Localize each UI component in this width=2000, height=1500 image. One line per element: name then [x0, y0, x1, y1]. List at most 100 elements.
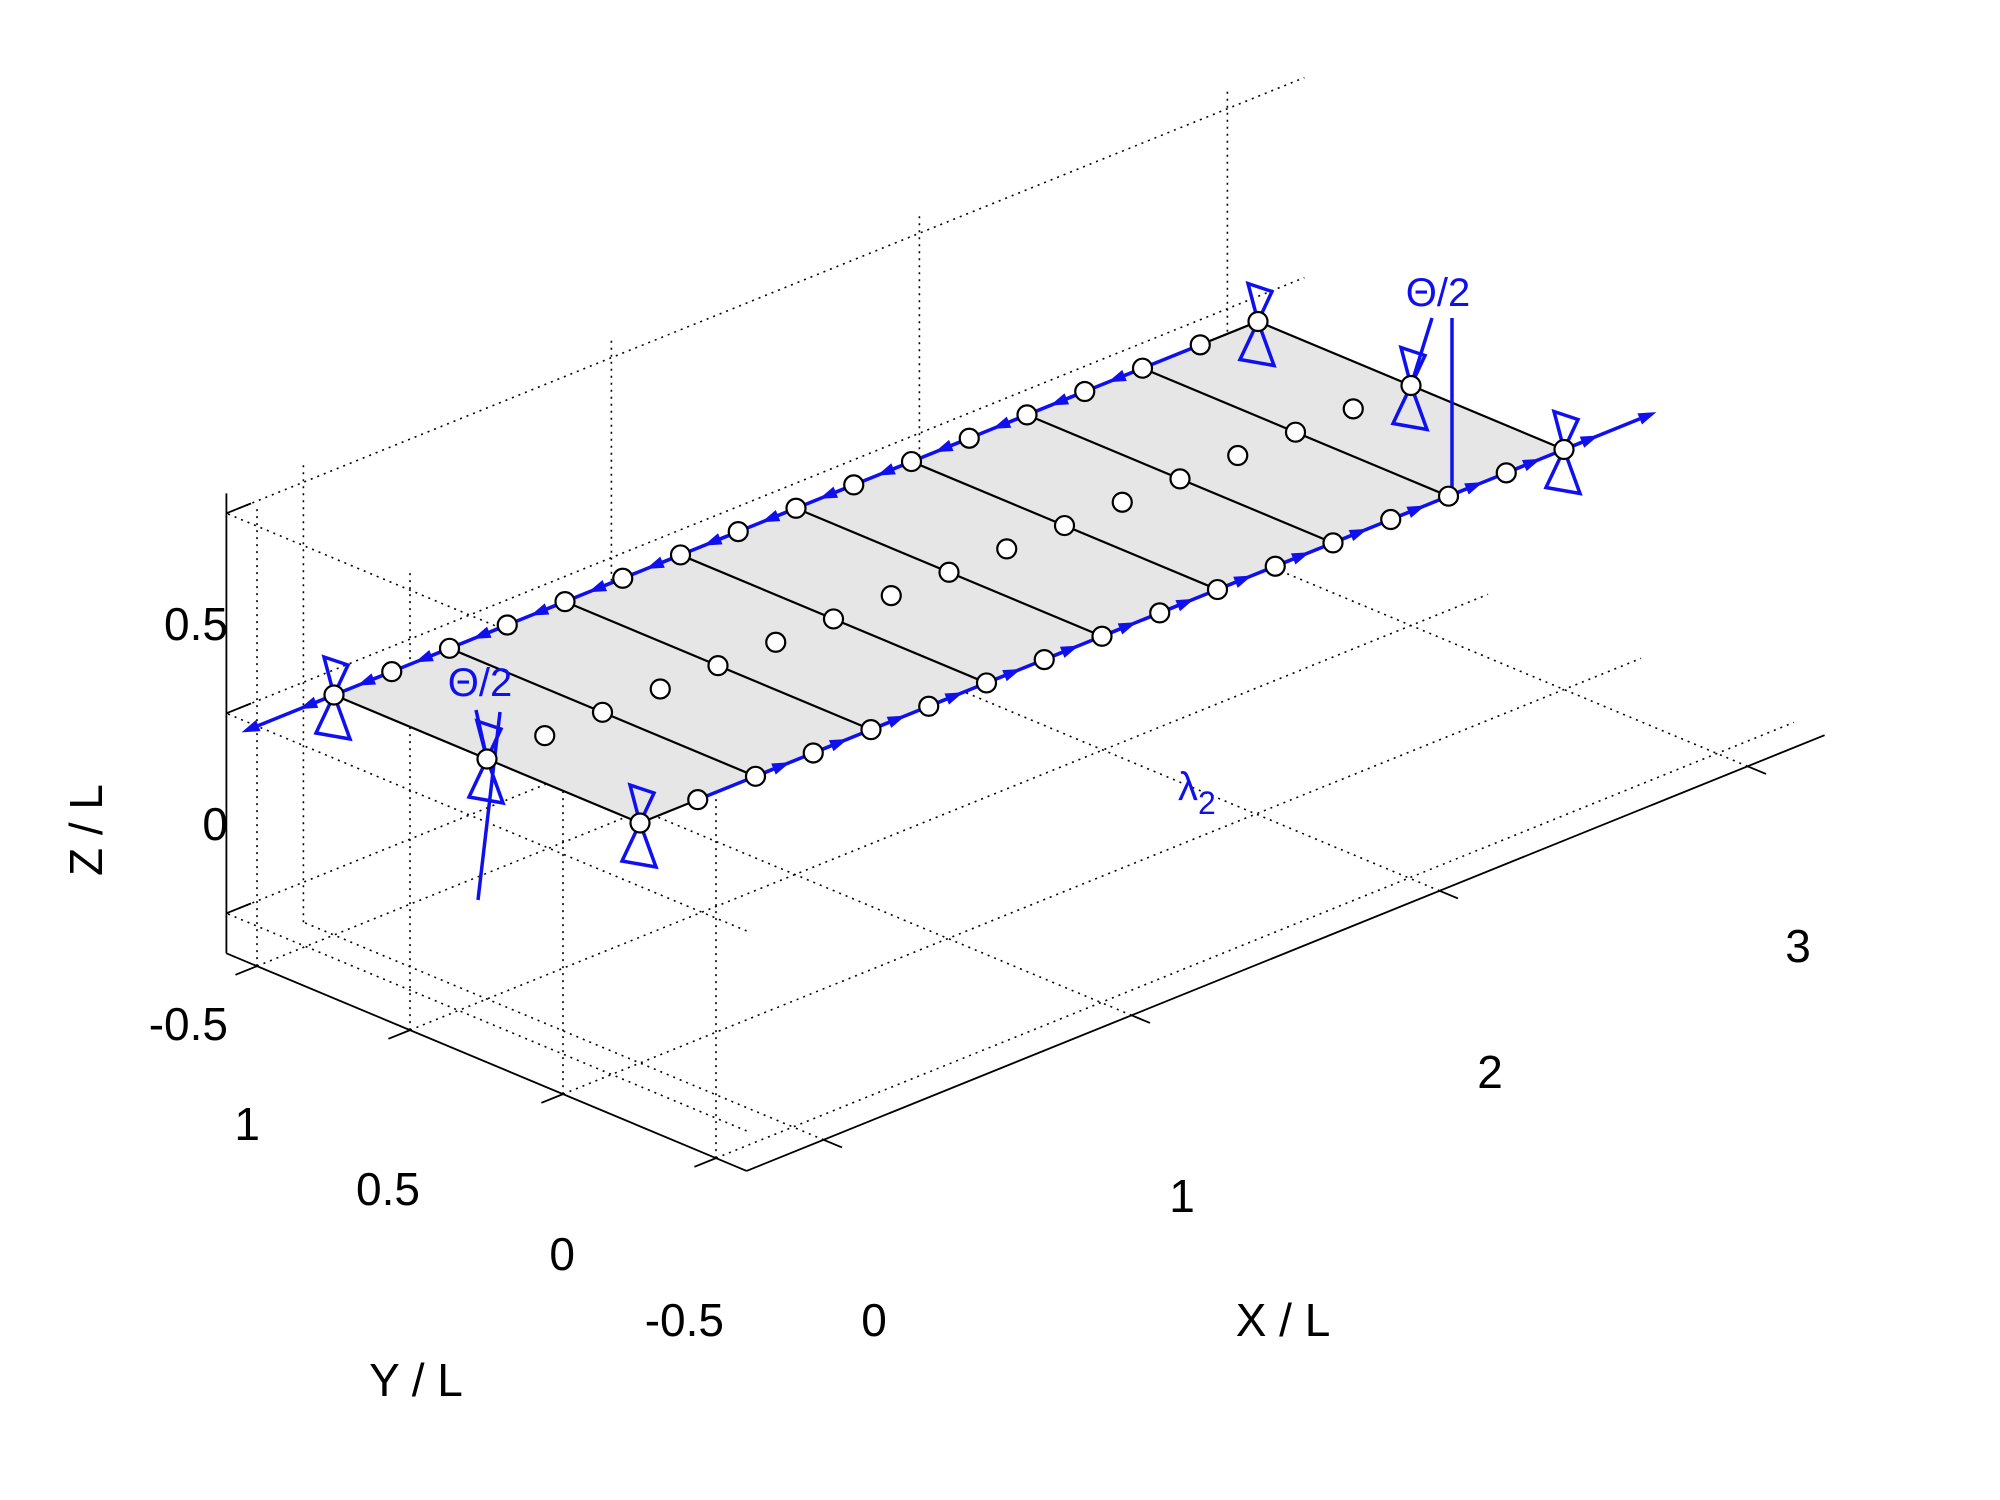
node: [1149, 602, 1171, 624]
node: [975, 672, 998, 694]
lambda-subscript: 2: [1198, 785, 1216, 821]
y-tick-mark: [694, 1157, 717, 1168]
x-tick-label: 3: [1785, 920, 1811, 972]
y-tick-label: 0.5: [356, 1163, 420, 1215]
grid-line: [715, 721, 1795, 1159]
y-tick-label: -0.5: [645, 1294, 724, 1346]
node: [900, 450, 923, 473]
node: [476, 748, 498, 770]
grid-line: [562, 657, 1642, 1095]
load-arrow-head: [761, 509, 781, 523]
load-arrow-head: [819, 486, 839, 499]
node: [822, 608, 845, 630]
node: [727, 520, 749, 543]
moment-symbol: [466, 754, 506, 806]
z-tick-label: -0.5: [149, 998, 228, 1050]
grid-line: [919, 672, 1440, 892]
load-arrow-head: [1107, 369, 1127, 383]
load-arrow-shaft: [1563, 417, 1641, 452]
moment-symbol: [1390, 380, 1430, 432]
axis-labels: X / L Y / L Z / L: [60, 784, 1330, 1406]
theta-left-leader: [476, 711, 502, 901]
node: [1091, 625, 1113, 647]
annotations: Θ/2 Θ/2 λ2: [448, 271, 1470, 821]
x-axis-line: [746, 734, 1825, 1172]
node: [1322, 532, 1344, 554]
node: [938, 561, 960, 583]
moment-symbol: [321, 654, 351, 701]
load-arrow-head: [241, 720, 261, 733]
grid-line: [226, 912, 747, 1132]
moment-symbol: [313, 690, 353, 742]
node: [1016, 404, 1038, 426]
grid-line: [226, 512, 747, 732]
load-arrow-head: [299, 696, 319, 710]
node: [802, 742, 824, 764]
x-tick-mark: [1131, 1014, 1151, 1024]
y-tick-mark: [235, 965, 258, 976]
x-tick-mark: [823, 1138, 843, 1149]
load-arrow-head: [1637, 412, 1657, 425]
z-tick-label: 0.5: [164, 598, 228, 650]
moment-symbol: [627, 782, 657, 829]
node: [1227, 444, 1249, 467]
y-tick-mark: [541, 1093, 564, 1104]
node: [843, 474, 865, 496]
x-tick-label: 2: [1477, 1046, 1503, 1098]
z-tick-label: 0: [202, 798, 228, 850]
x-axis-label: X / L: [1236, 1294, 1331, 1346]
node: [1264, 555, 1286, 577]
moment-symbol: [1543, 444, 1583, 496]
node: [707, 655, 729, 677]
moment-symbol: [619, 818, 659, 870]
node: [554, 591, 576, 613]
theta-right-label: Θ/2: [1406, 271, 1470, 315]
y-axis-label: Y / L: [369, 1354, 463, 1406]
node: [860, 719, 882, 741]
node: [649, 678, 671, 700]
node: [1553, 438, 1575, 461]
node: [496, 614, 518, 636]
node: [1053, 514, 1076, 537]
lambda-label: λ2: [1178, 765, 1216, 821]
moment-symbol: [1398, 344, 1428, 391]
load-arrow-head: [876, 463, 896, 476]
node: [1284, 421, 1307, 443]
z-tick-mark: [226, 502, 252, 515]
load-arrow-head: [472, 626, 492, 639]
load-arrow-head: [588, 579, 608, 593]
grid-line: [409, 593, 1489, 1031]
y-tick-mark: [388, 1029, 411, 1040]
node: [1342, 398, 1364, 420]
x-tick-mark: [1439, 889, 1459, 900]
node: [629, 812, 651, 834]
node: [534, 725, 556, 747]
load-arrow-head: [357, 673, 377, 686]
z-tick-mark: [226, 902, 252, 915]
node: [1111, 491, 1133, 513]
x-tick-label: 0: [861, 1294, 887, 1346]
node: [591, 701, 614, 723]
moment-symbol: [1245, 280, 1275, 327]
moment-symbol: [1551, 408, 1581, 455]
lambda-symbol: λ: [1178, 765, 1198, 809]
node: [612, 567, 634, 589]
theta-right-leader: [1409, 317, 1434, 387]
grid-line: [226, 76, 1305, 515]
node: [438, 637, 461, 659]
moment-symbol: [1237, 316, 1277, 368]
axes: [225, 493, 1825, 1172]
node: [669, 544, 692, 566]
node: [785, 497, 807, 519]
node: [687, 789, 709, 811]
tick-labels: 0 1 2 3 -0.5 0 0.5 1 0.5 0 -0.5: [149, 598, 1811, 1346]
node: [1169, 468, 1191, 490]
node: [381, 661, 403, 683]
node: [880, 584, 902, 607]
node: [918, 695, 940, 717]
node: [1074, 380, 1096, 403]
z-axis-label: Z / L: [60, 784, 112, 876]
y-tick-label: 1: [234, 1098, 260, 1150]
node: [1247, 310, 1269, 333]
